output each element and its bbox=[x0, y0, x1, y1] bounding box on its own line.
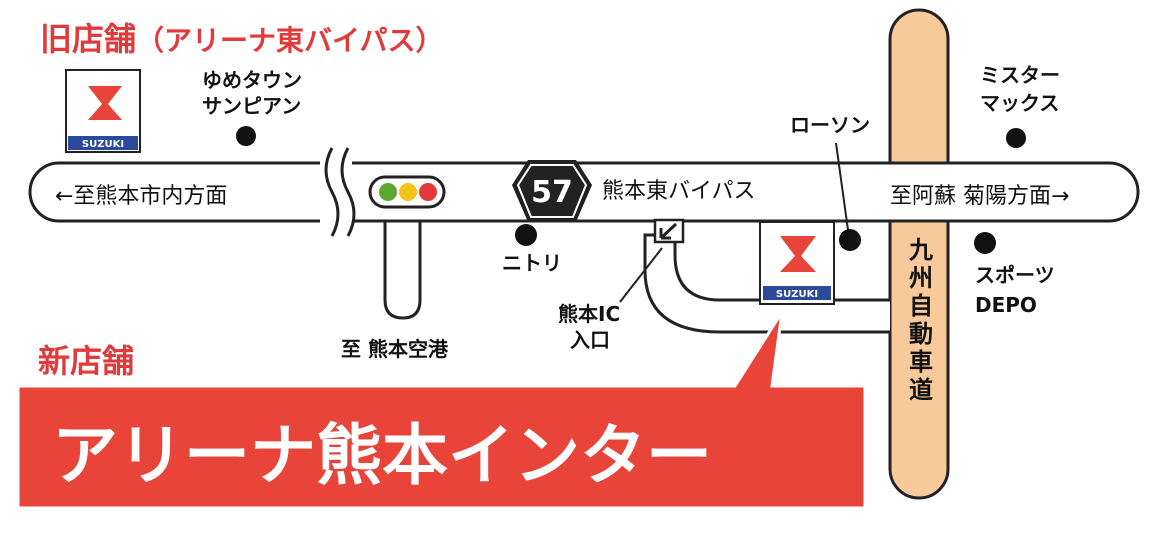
leader-lawson bbox=[835, 142, 849, 231]
label-lawson: ローソン bbox=[790, 113, 870, 137]
new-store-heading: 新店舗 bbox=[38, 342, 134, 380]
marker-youme-town bbox=[236, 126, 256, 146]
leader-ic bbox=[619, 247, 663, 303]
label-east-bypass: 熊本東バイパス bbox=[602, 179, 756, 204]
marker-sports-depo bbox=[974, 232, 996, 254]
label-to-aso: 至阿蘇 菊陽方面→ bbox=[890, 184, 1069, 209]
old-store-suzuki-logo: SUZUKI bbox=[65, 69, 141, 153]
ic-loop-road bbox=[643, 233, 890, 334]
marker-lawson bbox=[839, 229, 861, 251]
new-store-suzuki-logo: SUZUKI bbox=[759, 221, 835, 305]
label-to-city: ←至熊本市内方面 bbox=[55, 184, 227, 209]
ic-entrance-marker-icon bbox=[653, 218, 685, 244]
marker-nitori bbox=[515, 224, 537, 246]
marker-mister-max bbox=[1006, 128, 1026, 148]
label-nitori: ニトリ bbox=[502, 251, 562, 275]
svg-text:九州自動車道: 九州自動車道 bbox=[908, 236, 933, 404]
route-57-shield-icon: 57 bbox=[512, 160, 592, 222]
new-store-banner: アリーナ熊本インター bbox=[16, 311, 867, 510]
new-store-name: アリーナ熊本インター bbox=[52, 417, 712, 494]
road-break-mark bbox=[320, 147, 356, 237]
svg-text:SUZUKI: SUZUKI bbox=[82, 139, 124, 150]
old-store-heading: 旧店舗（アリーナ東バイパス） bbox=[40, 20, 443, 58]
svg-text:SUZUKI: SUZUKI bbox=[776, 289, 818, 300]
label-youme-town: ゆめタウン サンピアン bbox=[202, 68, 309, 118]
label-kyushu-expressway: 九州自動車道 bbox=[900, 228, 942, 408]
route-number: 57 bbox=[531, 175, 573, 210]
traffic-signal-icon bbox=[368, 175, 446, 209]
label-sports-depo: スポーツ DEPO bbox=[975, 263, 1062, 317]
label-ic-entrance: 熊本IC 入口 bbox=[558, 302, 627, 352]
label-to-airport: 至 熊本空港 bbox=[341, 337, 449, 361]
label-mister-max: ミスター マックス bbox=[980, 63, 1067, 115]
